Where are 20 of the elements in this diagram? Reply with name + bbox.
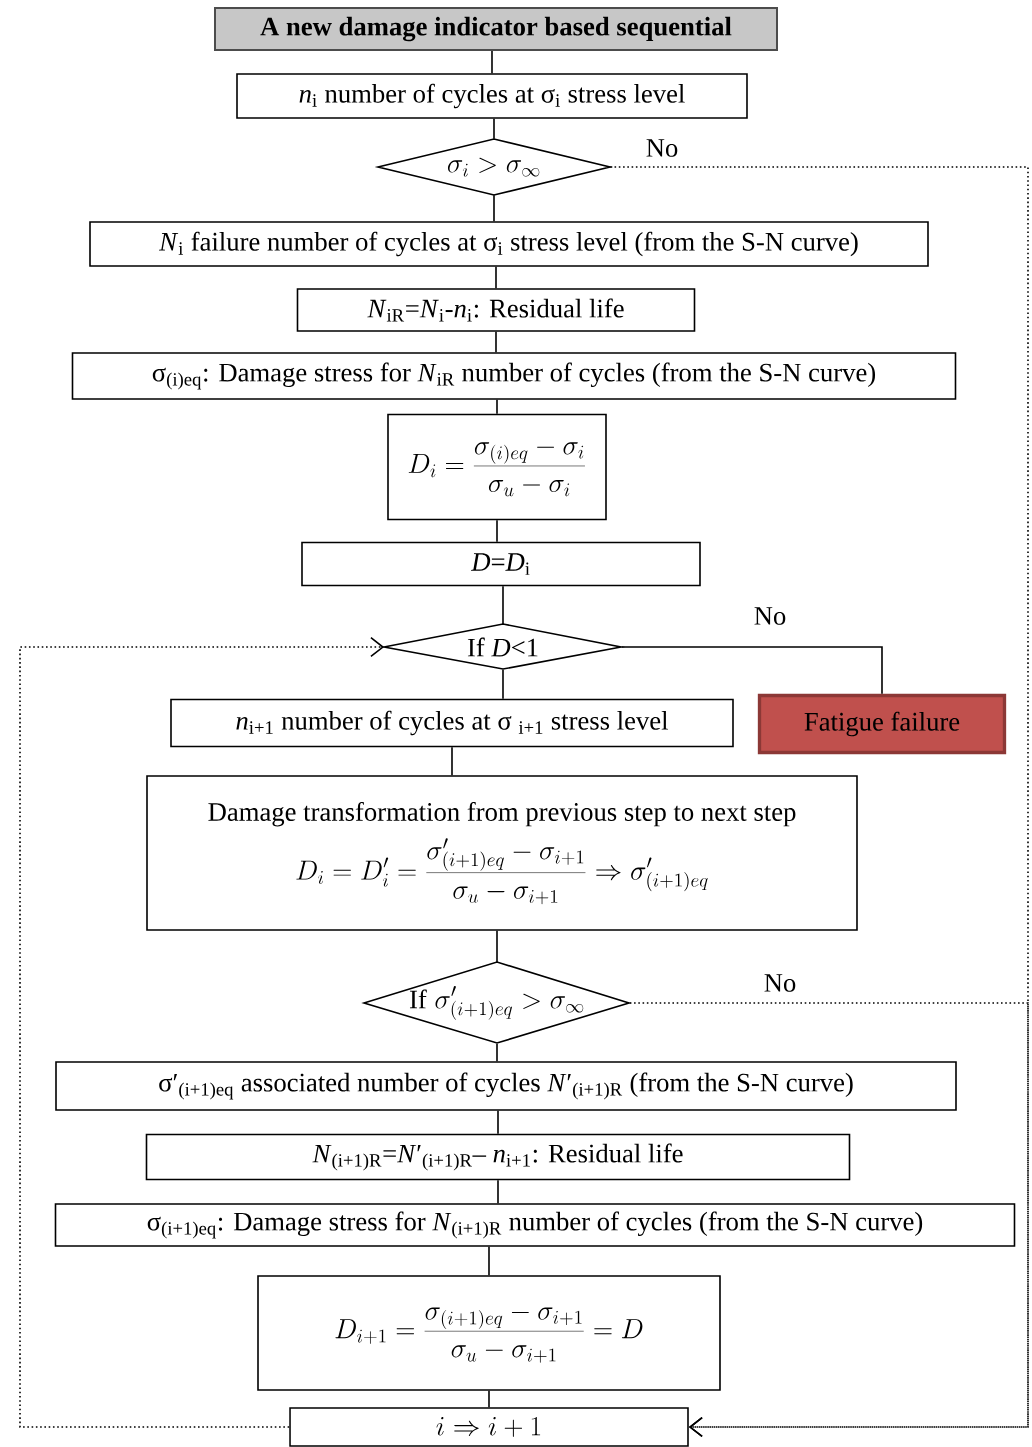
process-box: n$_{i+1}$ number of cycles at σ $_{i+1}$ stress level	[170, 698, 734, 748]
process-box: D=D$_{i}$	[301, 541, 701, 587]
edge-label: No	[752, 605, 788, 627]
process-box: σ$_{(i)eq}$: Damage stress for N$_{iR}$ number of cycles (from the S-N curve)	[71, 352, 957, 400]
edge-label: No	[762, 972, 798, 994]
process-box: σ′$_{(i+1)eq}$ associated number of cycles N′$_{(i+1)R}$ (from the S-N curve)	[55, 1061, 957, 1111]
process-box: $i \Rightarrow i+1$	[289, 1407, 689, 1447]
connector-arrow	[19, 636, 385, 1428]
process-box: n$_{i}$ number of cycles at σ$_{i}$ stress level	[236, 73, 748, 119]
process-box: σ$_{(i+1)eq}$: Damage stress for N$_{(i+1)R}$ number of cycles (from the S-N curve)	[54, 1203, 1016, 1247]
edge-label: No	[644, 137, 680, 159]
failure-box: Fatigue failure	[757, 693, 1007, 755]
process-box: N$_{(i+1)R}$=N′$_{(i+1)R}$– n$_{i+1}$: Residual life	[145, 1133, 851, 1181]
process-box: $D_i = \frac{\sigma_{(i)eq} - \sigma_i}{\sigma_u - \sigma_i}$	[387, 413, 607, 521]
process-box: N$_{iR}$=N$_{i}$-n$_{i}$: Residual life	[296, 288, 696, 332]
process-box: Damage transformation from previous step to next step $D_i = D'_i = \frac{\sigma'_{(i+1)eq} - \sigma_{i+1}}{\sigma_u - \sigma_{i+1}} \Rightarrow \sigma'_{(i+1)eq}$	[146, 775, 858, 931]
process-box: $D_{i+1} = \frac{\sigma_{(i+1)eq} - \sigma_{i+1}}{\sigma_u - \sigma_{i+1}} = D$	[257, 1275, 721, 1391]
process-box: N$_{i}$ failure number of cycles at σ$_{i}$ stress level (from the S-N curve)	[89, 221, 929, 267]
title-box: A new damage indicator based sequential	[214, 7, 778, 51]
connector-arrow	[628, 1002, 1029, 1438]
